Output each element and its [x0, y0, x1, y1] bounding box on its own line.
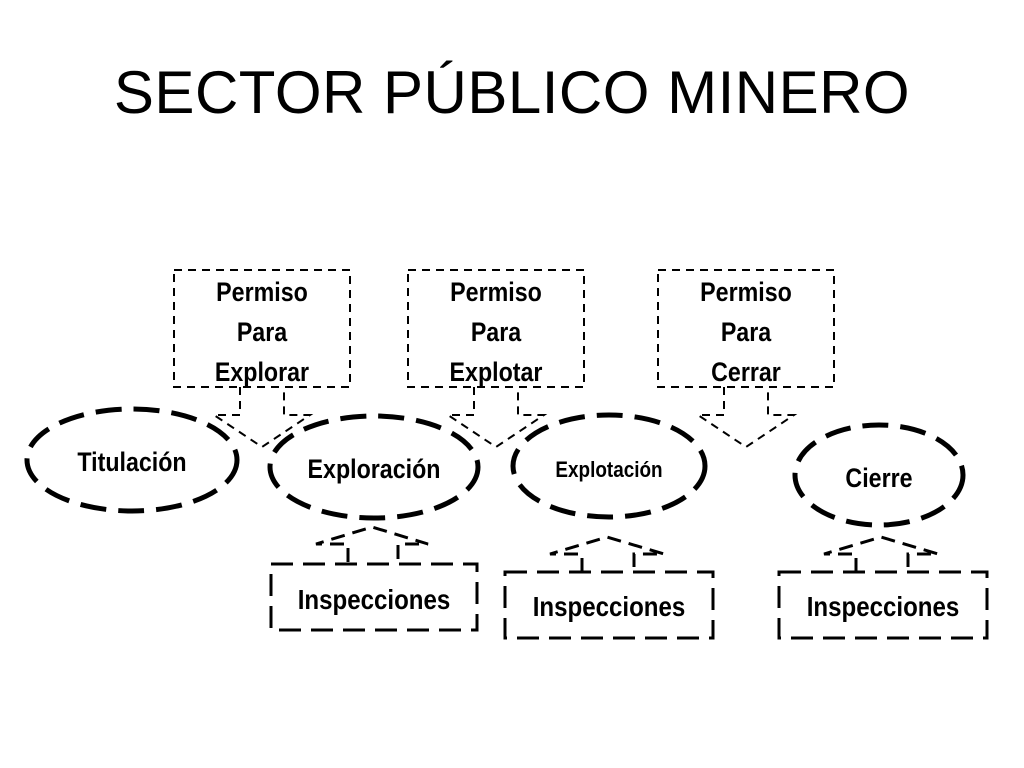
- permit-arrow-explotar: [444, 387, 548, 449]
- permit-line-2: Para: [720, 317, 772, 347]
- inspection-box-3: [777, 570, 989, 640]
- stage-ellipse-titulacion: [24, 406, 240, 514]
- permit-line-3: Explotar: [449, 357, 543, 387]
- inspection-arrow-2: [549, 535, 665, 572]
- permit-line-2: Para: [236, 317, 288, 347]
- permit-line-1: Permiso: [700, 277, 792, 307]
- permit-line-3: Cerrar: [711, 357, 781, 387]
- stage-ellipse-explotacion: [510, 412, 708, 520]
- permit-label-explotar: Permiso Para Explotar: [420, 272, 571, 392]
- permit-box-explorar: [173, 269, 351, 388]
- permit-label-explorar: Permiso Para Explorar: [186, 272, 337, 392]
- stage-ellipse-exploracion: [267, 413, 481, 521]
- permit-box-explotar: [407, 269, 585, 388]
- stage-ellipse-cierre: [792, 422, 966, 528]
- permit-arrow-cerrar: [694, 387, 798, 449]
- permit-box-cerrar: [657, 269, 835, 388]
- inspection-label-1: Inspecciones: [297, 584, 451, 615]
- permit-line-1: Permiso: [216, 277, 308, 307]
- inspection-arrow-3: [823, 535, 939, 572]
- stage-label-titulacion: Titulación: [77, 447, 187, 477]
- inspection-label-3: Inspecciones: [806, 591, 960, 622]
- inspection-box-1: [269, 562, 479, 632]
- stage-label-explotacion: Explotación: [555, 457, 663, 482]
- permit-line-2: Para: [470, 317, 522, 347]
- permit-line-3: Explorar: [214, 357, 310, 387]
- permit-line-1: Permiso: [450, 277, 542, 307]
- page-title: SECTOR PÚBLICO MINERO: [113, 59, 911, 126]
- permit-label-cerrar: Permiso Para Cerrar: [670, 272, 821, 392]
- stage-label-cierre: Cierre: [845, 463, 913, 493]
- stage-label-exploracion: Exploración: [307, 454, 441, 484]
- inspection-arrow-1: [315, 525, 429, 562]
- inspection-box-2: [503, 570, 715, 640]
- permit-arrow-explorar: [210, 387, 314, 449]
- inspection-label-2: Inspecciones: [532, 591, 686, 622]
